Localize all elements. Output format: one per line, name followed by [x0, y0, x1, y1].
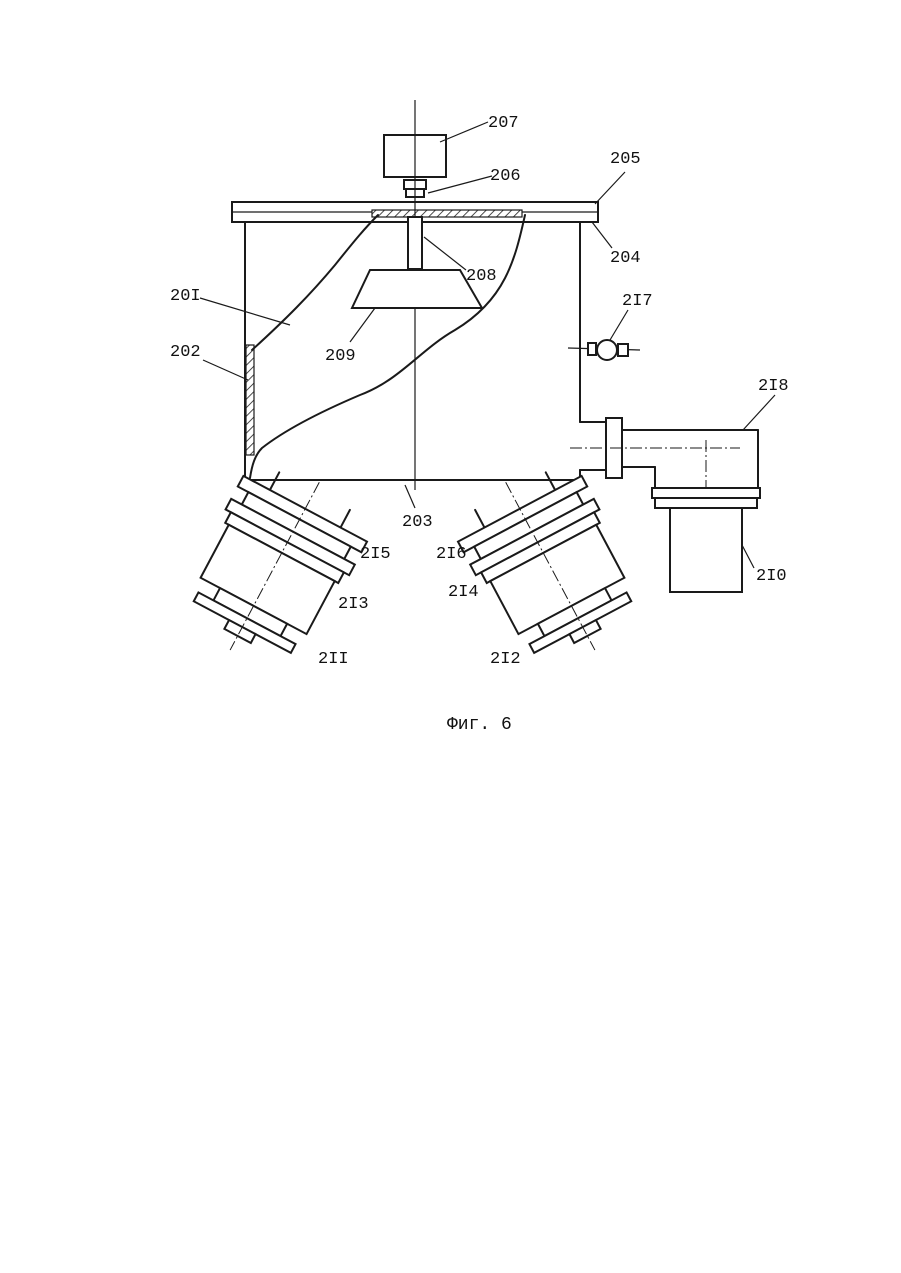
label-208: 208 — [466, 267, 497, 286]
label-218: 2I8 — [758, 377, 789, 396]
label-212: 2I2 — [490, 650, 521, 669]
label-209: 209 — [325, 347, 356, 366]
label-210: 2I0 — [756, 567, 787, 586]
shaft-208 — [408, 217, 422, 269]
label-205: 205 — [610, 150, 641, 169]
collector-210 — [652, 488, 760, 592]
cutaway-material — [250, 215, 525, 478]
right-assembly — [444, 449, 657, 682]
valve-217 — [568, 340, 640, 360]
label-217: 2I7 — [622, 292, 653, 311]
figure-caption: Фиг. 6 — [447, 715, 512, 735]
lid-seal — [372, 210, 522, 217]
label-201: 20I — [170, 287, 201, 306]
label-204: 204 — [610, 249, 641, 268]
label-202: 202 — [170, 343, 201, 362]
label-211: 2II — [318, 650, 349, 669]
left-assembly — [168, 449, 381, 682]
label-215: 2I5 — [360, 545, 391, 564]
impeller-209 — [352, 270, 482, 308]
label-214: 2I4 — [448, 583, 479, 602]
label-207: 207 — [488, 114, 519, 133]
label-203: 203 — [402, 513, 433, 532]
label-206: 206 — [490, 167, 521, 186]
label-216: 2I6 — [436, 545, 467, 564]
label-213: 2I3 — [338, 595, 369, 614]
